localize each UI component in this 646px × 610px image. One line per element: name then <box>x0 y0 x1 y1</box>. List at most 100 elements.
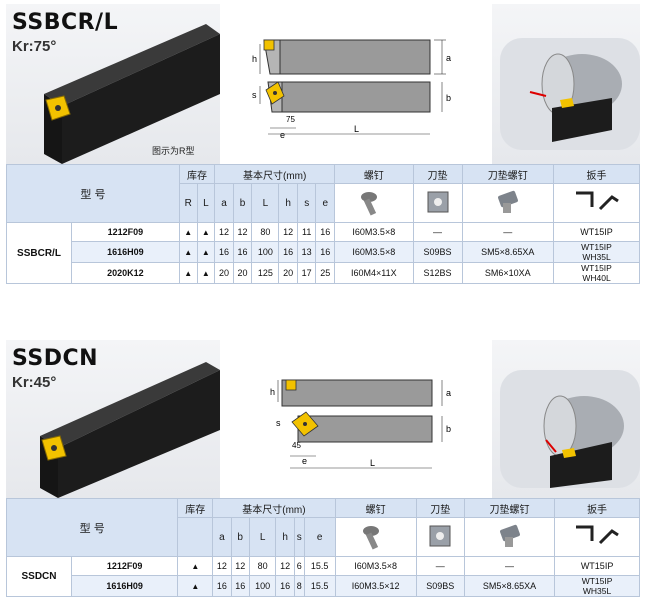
wrench-icon <box>554 517 640 557</box>
col-h: h <box>278 183 298 223</box>
cell-screw: I60M4×11X <box>334 262 414 284</box>
cell-e: 16 <box>315 222 336 242</box>
header-wrench: 扳手 <box>554 498 640 518</box>
cell-e: 15.5 <box>303 575 336 597</box>
cell-length: 80 <box>248 556 277 576</box>
dim-e-label: e <box>280 130 285 140</box>
dim-l-label: L <box>354 124 359 134</box>
stock: ▲ <box>177 556 214 576</box>
header-stock: 库存 <box>178 164 216 184</box>
cell-h: 16 <box>275 575 295 597</box>
cell-shim: — <box>412 222 463 242</box>
cell-s: 13 <box>296 241 317 263</box>
cell-a: 12 <box>214 222 234 242</box>
header-shim: 刀垫 <box>415 498 465 518</box>
cell-shim-screw: — <box>463 556 556 576</box>
model-name: SSDCN <box>6 556 72 597</box>
spec-table: 型 号 库存 基本尺寸(mm) 螺钉 刀垫 刀垫螺钉 扳手 a b L h s … <box>5 498 640 597</box>
product-title: SSDCN <box>12 346 99 371</box>
row-code: 1212F09 <box>71 222 180 242</box>
entering-angle: Kr:75° <box>12 38 57 55</box>
col-b: b <box>232 183 253 223</box>
row-code: 1616H09 <box>70 575 179 597</box>
cell-screw: I60M3.5×8 <box>334 241 414 263</box>
cell-e: 25 <box>315 262 336 284</box>
header-shim: 刀垫 <box>412 164 463 184</box>
col-l: L <box>196 183 216 223</box>
screw-icon <box>334 183 414 223</box>
cell-a: 16 <box>212 575 232 597</box>
cell-length: 80 <box>251 222 280 242</box>
cell-b: 12 <box>230 556 250 576</box>
col-s: s <box>293 517 305 557</box>
dimension-drawing: a h b s 75 e L <box>252 39 451 140</box>
cell-a: 16 <box>214 241 234 263</box>
screw-icon <box>334 517 417 557</box>
cell-shim-screw: SM6×10XA <box>461 262 555 284</box>
dim-b-label: b <box>446 424 451 434</box>
dim-e-label: e <box>302 456 307 466</box>
model-name: SSBCR/L <box>6 222 72 284</box>
col-a: a <box>212 517 232 557</box>
cell-screw: I60M3.5×8 <box>334 222 414 242</box>
cell-length: 100 <box>248 575 277 597</box>
col-e: e <box>303 517 336 557</box>
header-model: 型 号 <box>6 164 180 223</box>
cell-b: 20 <box>232 262 253 284</box>
col-s: s <box>296 183 317 223</box>
shim-icon <box>415 517 465 557</box>
stock-l: ▲ <box>196 241 216 263</box>
header-shim-screw: 刀垫螺钉 <box>461 164 555 184</box>
cell-h: 12 <box>278 222 298 242</box>
header-screw: 螺钉 <box>334 498 417 518</box>
cell-shim-screw: SM5×8.65XA <box>463 575 556 597</box>
diagram-caption: 图示为R型 <box>152 146 195 156</box>
dim-h-label: h <box>252 54 257 64</box>
cell-wrench: WT15IP <box>554 556 640 576</box>
col-h: h <box>275 517 295 557</box>
col-length: L <box>248 517 277 557</box>
technical-drawing: a h b s 45 e L <box>220 340 492 498</box>
tool-photo <box>500 38 640 150</box>
cell-shim: S12BS <box>412 262 463 284</box>
cell-h: 20 <box>278 262 298 284</box>
dim-a-label: a <box>446 388 451 398</box>
header-model: 型 号 <box>5 498 179 557</box>
spec-table: 型 号 库存 基本尺寸(mm) 螺钉 刀垫 刀垫螺钉 扳手 R L a b L … <box>6 164 640 284</box>
stock: ▲ <box>177 575 214 597</box>
cell-a: 12 <box>212 556 232 576</box>
table-row: 1616H09 ▲ ▲ 16 16 100 16 13 16 I60M3.5×8… <box>7 241 640 263</box>
dimension-drawing: a h b s 45 e L <box>270 379 451 469</box>
header-screw: 螺钉 <box>334 164 414 184</box>
col-stock-blank <box>177 517 214 557</box>
dim-a-label: a <box>446 53 451 63</box>
cell-screw: I60M3.5×12 <box>334 575 417 597</box>
shim-icon <box>412 183 463 223</box>
dim-h-label: h <box>270 387 275 397</box>
wrench-icon <box>553 183 640 223</box>
cell-s: 6 <box>293 556 305 576</box>
table-row: 1616H09 ▲ 16 16 100 16 8 15.5 I60M3.5×12… <box>7 575 640 597</box>
section-ssbcr: SSBCR/L Kr:75° 图示为R型 a h <box>6 4 640 296</box>
table-row: 2020K12 ▲ ▲ 20 20 125 20 17 25 I60M4×11X… <box>7 262 640 284</box>
cell-s: 8 <box>293 575 305 597</box>
shim-screw-icon <box>461 183 555 223</box>
cell-h: 16 <box>278 241 298 263</box>
stock-l: ▲ <box>196 262 216 284</box>
stock-r: ▲ <box>178 241 198 263</box>
header-wrench: 扳手 <box>553 164 640 184</box>
dim-s-label: s <box>252 90 257 100</box>
col-b: b <box>230 517 250 557</box>
cell-b: 12 <box>232 222 253 242</box>
stock-r: ▲ <box>178 262 198 284</box>
header-dims: 基本尺寸(mm) <box>214 164 336 184</box>
stock-l: ▲ <box>196 222 216 242</box>
dim-b-label: b <box>446 93 451 103</box>
stock-r: ▲ <box>178 222 198 242</box>
cell-shim: S09BS <box>412 241 463 263</box>
row-code: 2020K12 <box>71 262 180 284</box>
cell-s: 11 <box>296 222 317 242</box>
cell-b: 16 <box>232 241 253 263</box>
